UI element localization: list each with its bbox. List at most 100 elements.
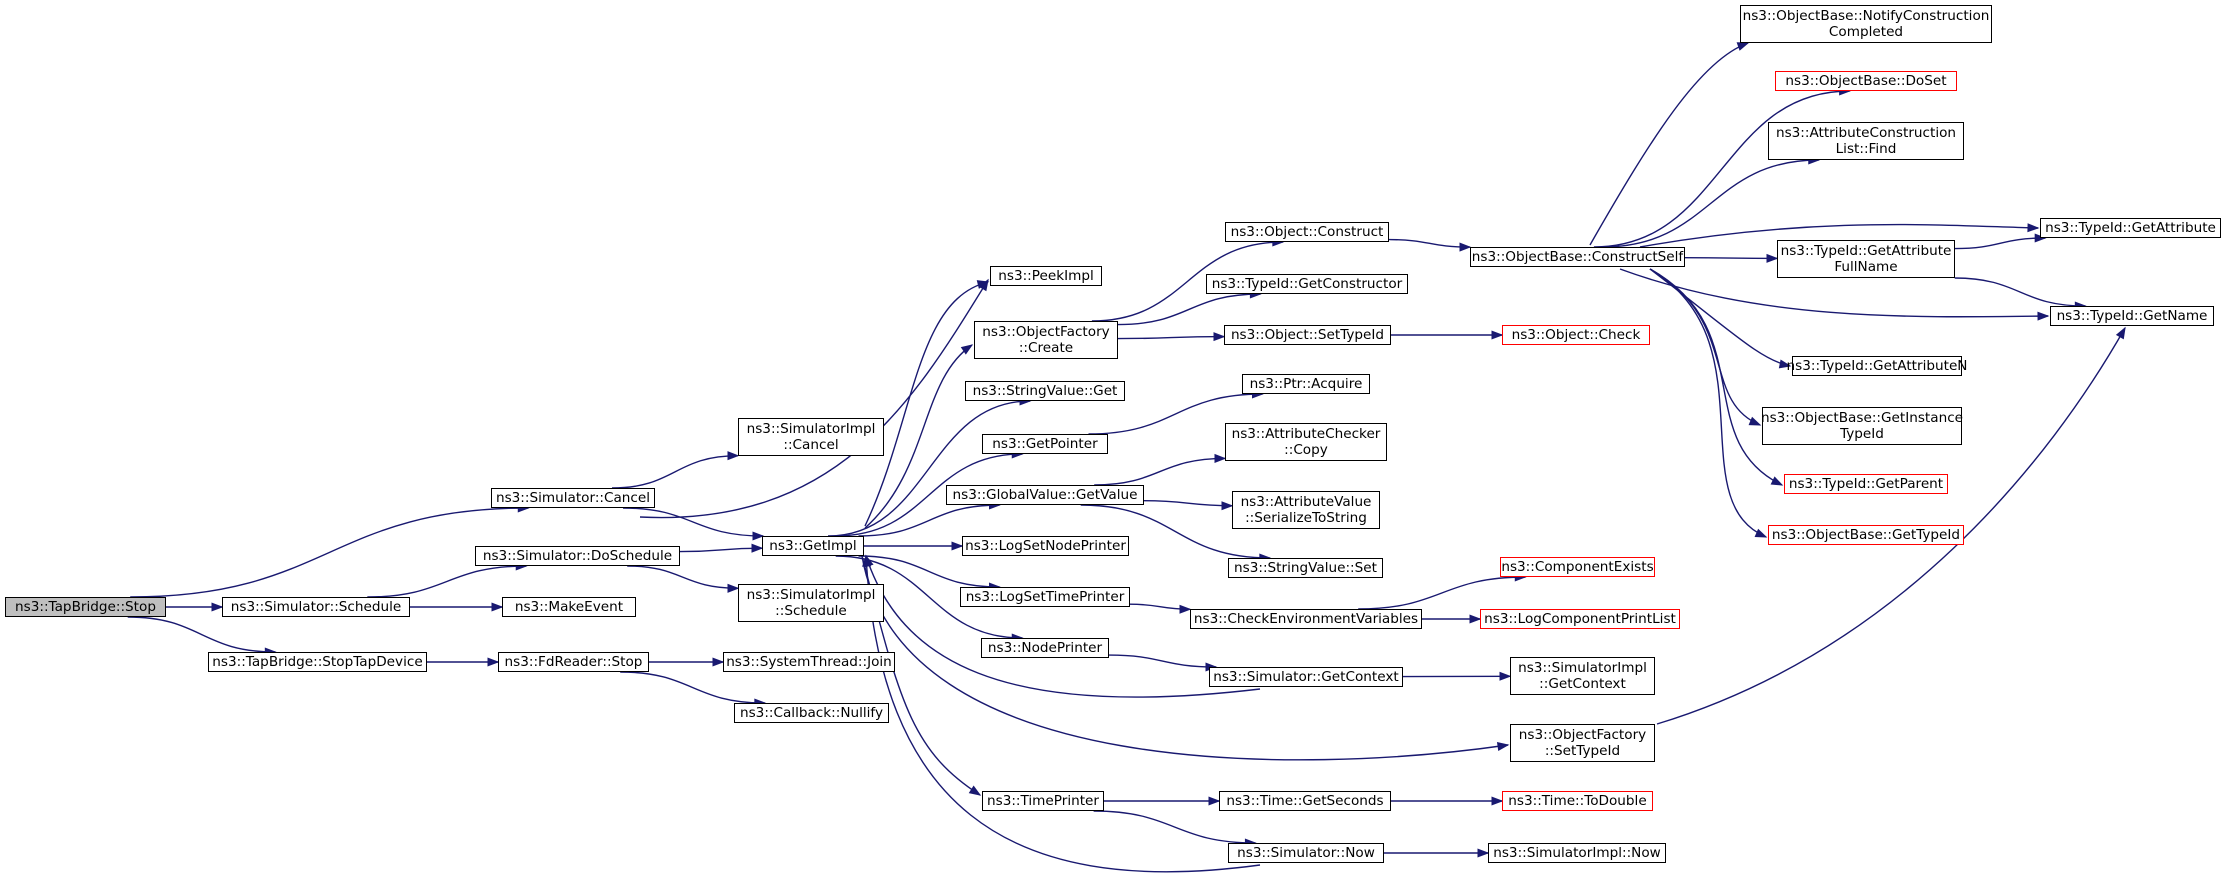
edge-arrowhead (1754, 528, 1768, 538)
edge-arrowhead (487, 657, 500, 667)
call-edge-checkenv-to-compexists (1358, 576, 1526, 610)
node-tidgafull[interactable]: ns3::TypeId::GetAttribute FullName (1777, 240, 1955, 278)
node-avser[interactable]: ns3::AttributeValue ::SerializeToString (1232, 491, 1380, 529)
node-ofsettid[interactable]: ns3::ObjectFactory ::SetTypeId (1510, 724, 1655, 762)
node-obgetinst[interactable]: ns3::ObjectBase::GetInstance TypeId (1761, 407, 1963, 445)
node-logcomp[interactable]: ns3::LogComponentPrintList (1480, 609, 1680, 629)
node-strget[interactable]: ns3::StringValue::Get (965, 381, 1125, 401)
edge-arrowhead (1748, 416, 1762, 426)
call-edge-simnow-to-getimpl (865, 555, 1261, 873)
node-simdosched[interactable]: ns3::Simulator::DoSchedule (475, 546, 680, 566)
call-edge-simgetctx-to-getimpl (865, 555, 1261, 698)
edge-arrowhead (211, 602, 224, 612)
call-edge-gvget-to-avser (1143, 500, 1233, 507)
node-acheckcopy[interactable]: ns3::AttributeChecker ::Copy (1225, 423, 1387, 461)
edge-arrowhead (976, 280, 990, 289)
edge-arrowhead (960, 344, 974, 355)
node-gvget[interactable]: ns3::GlobalValue::GetValue (946, 485, 1144, 505)
node-objcheck[interactable]: ns3::Object::Check (1502, 325, 1650, 345)
call-edge-obconstruct-to-obnotify (1589, 42, 1749, 246)
edge-arrowhead (1477, 848, 1490, 858)
node-timegetsec[interactable]: ns3::Time::GetSeconds (1219, 791, 1391, 811)
edge-arrowhead (752, 531, 765, 541)
node-simsched[interactable]: ns3::Simulator::Schedule (222, 597, 410, 617)
node-implcancel[interactable]: ns3::SimulatorImpl ::Cancel (738, 418, 884, 456)
call-edge-getimpl-to-peekimpl (864, 281, 989, 527)
call-edge-tidgafull-to-tidgetname (1954, 277, 2086, 307)
node-simcancel[interactable]: ns3::Simulator::Cancel (491, 488, 655, 508)
edge-arrowhead (1778, 359, 1792, 369)
node-objconstruct[interactable]: ns3::Object::Construct (1225, 222, 1389, 242)
call-edge-simdosched-to-implsched (627, 565, 739, 589)
call-edge-obconstruct-to-obdoset (1593, 90, 1850, 248)
node-ofcreate[interactable]: ns3::ObjectFactory ::Create (974, 321, 1118, 359)
call-edge-getimpl-to-getpointer (835, 453, 1023, 537)
edge-arrowhead (1491, 330, 1504, 340)
call-edge-ofcreate-to-tidgetctor (1117, 293, 1261, 326)
node-acfind[interactable]: ns3::AttributeConstruction List::Find (1768, 122, 1964, 160)
edge-arrowhead (727, 583, 740, 593)
edge-arrowhead (2027, 223, 2040, 233)
node-obconstruct[interactable]: ns3::ObjectBase::ConstructSelf (1470, 247, 1685, 267)
node-timetodouble[interactable]: ns3::Time::ToDouble (1502, 791, 1653, 811)
edge-arrowhead (1213, 332, 1226, 342)
node-checkenv[interactable]: ns3::CheckEnvironmentVariables (1190, 609, 1422, 629)
node-tidgan[interactable]: ns3::TypeId::GetAttributeN (1786, 356, 1968, 376)
node-ptracquire[interactable]: ns3::Ptr::Acquire (1242, 374, 1370, 394)
edge-arrowhead (1221, 501, 1234, 511)
node-peekimpl[interactable]: ns3::PeekImpl (990, 266, 1102, 286)
node-strset[interactable]: ns3::StringValue::Set (1228, 558, 1383, 578)
call-edge-obconstruct-to-tidgafull (1684, 257, 1778, 260)
node-tidgetattr[interactable]: ns3::TypeId::GetAttribute (2040, 218, 2221, 238)
edge-arrowhead (951, 541, 964, 551)
node-obdoset[interactable]: ns3::ObjectBase::DoSet (1775, 71, 1957, 91)
node-objsettid[interactable]: ns3::Object::SetTypeId (1224, 325, 1391, 345)
node-compexists[interactable]: ns3::ComponentExists (1500, 557, 1655, 577)
node-implnow[interactable]: ns3::SimulatorImpl::Now (1488, 843, 1666, 863)
node-makeevent[interactable]: ns3::MakeEvent (502, 597, 636, 617)
node-obnotify[interactable]: ns3::ObjectBase::NotifyConstruction Comp… (1740, 5, 1992, 43)
node-simgetctx[interactable]: ns3::Simulator::GetContext (1209, 667, 1403, 687)
node-tapstopdev[interactable]: ns3::TapBridge::StopTapDevice (208, 652, 427, 672)
call-edge-nodeprinter-to-simgetctx (1108, 654, 1217, 668)
node-cbnullify[interactable]: ns3::Callback::Nullify (734, 703, 889, 723)
edge-arrowhead (1736, 42, 1750, 51)
call-edge-gvget-to-acheckcopy (1094, 457, 1226, 486)
edge-arrowhead (1469, 614, 1482, 624)
call-edge-ofsettid-to-tidgetname (1656, 327, 2126, 725)
node-simnow[interactable]: ns3::Simulator::Now (1228, 843, 1384, 863)
node-lognode[interactable]: ns3::LogSetNodePrinter (962, 536, 1129, 556)
call-edge-getimpl-to-gvget (858, 504, 1000, 537)
node-implgetctx[interactable]: ns3::SimulatorImpl ::GetContext (1510, 657, 1655, 695)
edge-arrowhead (1496, 742, 1510, 751)
node-implsched[interactable]: ns3::SimulatorImpl ::Schedule (738, 584, 884, 622)
edge-arrowhead (1208, 796, 1221, 806)
node-getpointer[interactable]: ns3::GetPointer (982, 434, 1108, 454)
node-nodeprinter[interactable]: ns3::NodePrinter (981, 638, 1109, 658)
node-tidgetctor[interactable]: ns3::TypeId::GetConstructor (1206, 274, 1408, 294)
call-edge-getimpl-to-ofcreate (864, 344, 973, 529)
call-edge-fdstop-to-cbnullify (620, 671, 765, 704)
edge-arrowhead (712, 657, 725, 667)
call-edge-obconstruct-to-tidgetparent (1649, 268, 1783, 486)
call-edge-obconstruct-to-obgettid (1649, 268, 1767, 538)
node-tidgetname[interactable]: ns3::TypeId::GetName (2050, 306, 2214, 326)
call-edge-simcancel-to-getimpl (622, 507, 764, 537)
call-edge-tapstop-to-tapstopdev (127, 616, 276, 653)
edge-arrowhead (1459, 242, 1472, 252)
edge-arrowhead (491, 602, 504, 612)
edge-arrowhead (1491, 796, 1504, 806)
call-edge-tapstop-to-simcancel (130, 507, 529, 598)
edge-arrowhead (2115, 326, 2126, 340)
edge-arrowhead (1214, 453, 1227, 463)
node-obgettid[interactable]: ns3::ObjectBase::GetTypeId (1768, 525, 1964, 545)
node-sysjoin[interactable]: ns3::SystemThread::Join (723, 652, 895, 672)
node-fdstop[interactable]: ns3::FdReader::Stop (498, 652, 649, 672)
node-timeprinter[interactable]: ns3::TimePrinter (982, 791, 1104, 811)
node-getimpl[interactable]: ns3::GetImpl (762, 536, 864, 556)
node-tidgetparent[interactable]: ns3::TypeId::GetParent (1784, 474, 1948, 494)
call-edge-obconstruct-to-acfind (1602, 159, 1819, 248)
edge-arrowhead (1499, 671, 1512, 681)
edge-arrowhead (727, 451, 740, 461)
node-logtime[interactable]: ns3::LogSetTimePrinter (960, 587, 1130, 607)
